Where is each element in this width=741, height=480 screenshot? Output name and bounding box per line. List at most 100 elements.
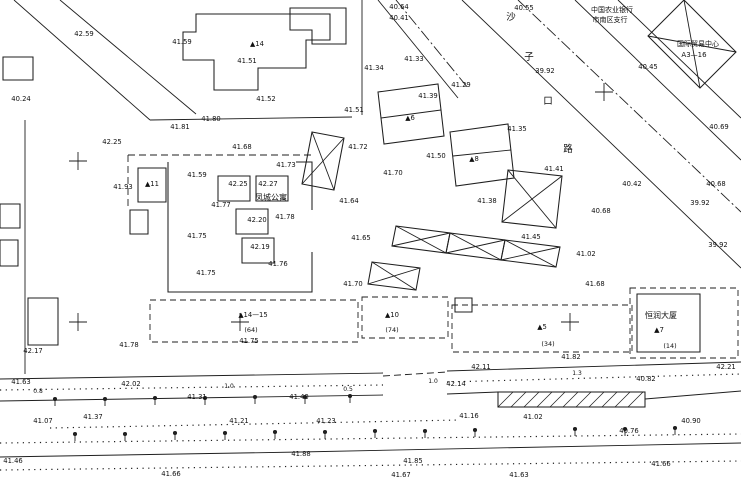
building-outline <box>217 175 251 202</box>
spot-elevation-label: 40.55 <box>514 4 533 12</box>
spot-elevation-label: 41.75 <box>239 337 258 345</box>
spot-elevation-label: 39.92 <box>690 199 709 207</box>
spot-elevation-label: 41.45 <box>521 233 540 241</box>
spot-elevation-label: 41.85 <box>403 457 422 465</box>
spot-elevation-label: 41.51 <box>237 57 256 65</box>
spot-elevation-label: 41.70 <box>343 280 362 288</box>
street-name-char: 口 <box>543 96 553 107</box>
spot-elevation-label: 42.27 <box>258 180 277 188</box>
street-lamp-symbol <box>302 394 308 400</box>
street-lamp-symbol <box>122 431 128 437</box>
spot-elevation-label: 41.37 <box>83 413 102 421</box>
street-lamp-symbol <box>252 394 258 400</box>
road-centerline <box>517 0 741 213</box>
spot-elevation-label: 41.75 <box>196 269 215 277</box>
median-hatch-line <box>523 391 540 408</box>
building-number-label: ▲10 <box>385 311 399 319</box>
building-brace-diagonal <box>391 232 451 247</box>
road-edge-line <box>13 0 151 121</box>
median-hatch-line <box>497 391 514 408</box>
street-lamp-symbol <box>572 426 578 432</box>
spot-elevation-label: 42.14 <box>446 380 465 388</box>
spot-elevation-label: 41.23 <box>316 417 335 425</box>
spot-elevation-label: 41.35 <box>507 125 526 133</box>
spot-elevation-label: 41.29 <box>451 81 470 89</box>
spot-elevation-label: 41.67 <box>391 471 410 479</box>
spot-elevation-label: 40.42 <box>622 180 641 188</box>
spot-elevation-label: 41.39 <box>418 92 437 100</box>
building-brace-diagonal <box>501 175 563 223</box>
spot-elevation-label: 41.75 <box>187 232 206 240</box>
building-outline <box>235 208 269 235</box>
sidewalk-dotted-line <box>0 460 741 471</box>
building-outline <box>167 162 313 293</box>
street-lamp-symbol <box>202 395 208 401</box>
median-hatch-line <box>601 391 618 408</box>
spot-elevation-label: 42.19 <box>250 243 269 251</box>
road-centerline <box>395 0 469 89</box>
spot-elevation-label: 41.02 <box>523 413 542 421</box>
median-hatch-line <box>536 391 553 408</box>
street-lamp-symbol <box>672 425 678 431</box>
street-lamp-symbol <box>272 429 278 435</box>
building-brace-diagonal <box>500 246 561 261</box>
spot-elevation-label: 42.02 <box>121 380 140 388</box>
spot-elevation-label: 40.76 <box>619 427 638 435</box>
spot-elevation-label: 40.82 <box>636 375 655 383</box>
spot-elevation-label: 40.68 <box>591 207 610 215</box>
place-name-label: 恒润大厦 <box>645 310 677 320</box>
building-number-label: ▲11 <box>145 180 159 188</box>
spot-elevation-label: 40.64 <box>389 3 408 11</box>
parcel-boundary-dashed <box>382 371 448 377</box>
spot-elevation-label: 41.76 <box>268 260 287 268</box>
spot-elevation-label: 41.77 <box>211 201 230 209</box>
building-number-label: ▲6 <box>405 114 415 122</box>
spot-elevation-label: 41.68 <box>585 280 604 288</box>
slope-label: 1.0 <box>428 378 438 385</box>
spot-elevation-label: 41.52 <box>256 95 275 103</box>
street-lamp-symbol <box>52 396 58 402</box>
floor-count-label: (14) <box>663 342 676 350</box>
place-name-label: A3—16 <box>681 51 707 59</box>
road-edge-line <box>446 361 741 372</box>
median-strip <box>497 391 646 408</box>
spot-elevation-label: 41.72 <box>348 143 367 151</box>
building-number-label: ▲5 <box>537 323 547 331</box>
slope-label: 0.8 <box>33 388 43 395</box>
street-name-char: 子 <box>524 52 534 63</box>
road-edge-line <box>452 149 512 157</box>
spot-elevation-label: 41.78 <box>119 341 138 349</box>
place-name-label: 中国农业银行 <box>591 5 633 14</box>
spot-elevation-label: 41.68 <box>232 143 251 151</box>
floor-count-label: (64) <box>244 326 257 334</box>
planned-building-dashed <box>149 299 359 343</box>
sidewalk-dotted-line <box>446 373 741 383</box>
street-lamp-symbol <box>72 431 78 437</box>
spot-elevation-label: 41.73 <box>276 161 295 169</box>
building-outline <box>182 13 331 91</box>
spot-elevation-label: 41.07 <box>33 417 52 425</box>
street-lamp-symbol <box>472 427 478 433</box>
street-lamp-symbol <box>102 396 108 402</box>
street-lamp-symbol <box>347 393 353 399</box>
spot-elevation-label: 41.33 <box>404 55 423 63</box>
street-lamp-symbol <box>322 429 328 435</box>
building-outline <box>449 123 515 187</box>
spot-elevation-label: 41.88 <box>291 450 310 458</box>
spot-elevation-label: 41.63 <box>11 378 30 386</box>
spot-elevation-label: 41.31 <box>187 393 206 401</box>
spot-elevation-label: 41.40 <box>289 393 308 401</box>
street-name-char: 沙 <box>506 12 516 23</box>
spot-elevation-label: 42.17 <box>23 347 42 355</box>
street-lamp-symbol <box>422 428 428 434</box>
spot-elevation-label: 41.66 <box>651 460 670 468</box>
median-hatch-line <box>562 391 579 408</box>
spot-elevation-label: 40.45 <box>638 63 657 71</box>
spot-elevation-label: 42.20 <box>247 216 266 224</box>
spot-elevation-label: 41.78 <box>275 213 294 221</box>
spot-elevation-label: 39.92 <box>708 241 727 249</box>
spot-elevation-label: 41.93 <box>113 183 132 191</box>
spot-elevation-label: 41.80 <box>201 115 220 123</box>
building-outline <box>289 7 347 45</box>
